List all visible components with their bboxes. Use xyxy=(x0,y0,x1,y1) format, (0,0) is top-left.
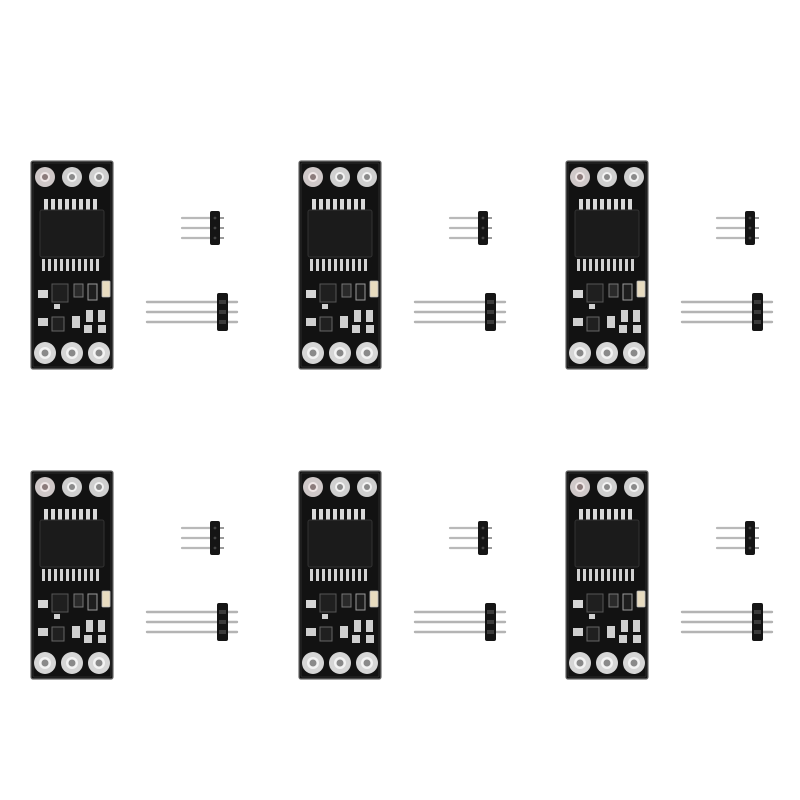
ic-chip xyxy=(574,519,640,568)
pcb-board xyxy=(565,160,649,370)
bottom-solder-pads xyxy=(302,342,378,364)
top-solder-pads xyxy=(303,167,377,187)
long-3-pin-header xyxy=(680,293,774,331)
ic-chip xyxy=(307,209,373,258)
bottom-solder-pads xyxy=(34,342,110,364)
smd-components xyxy=(38,590,111,643)
ic-bottom-pins xyxy=(310,259,367,271)
long-3-pin-header xyxy=(145,603,239,641)
led-indicator xyxy=(369,590,379,608)
led-indicator xyxy=(369,280,379,298)
ic-bottom-pins xyxy=(577,259,634,271)
short-3-pin-header xyxy=(180,211,224,245)
led-indicator xyxy=(636,590,646,608)
smd-components xyxy=(573,590,646,643)
short-3-pin-header xyxy=(715,211,759,245)
pcb-board xyxy=(565,470,649,680)
pcb-board xyxy=(30,160,114,370)
short-3-pin-header xyxy=(715,521,759,555)
ic-chip xyxy=(574,209,640,258)
bottom-solder-pads xyxy=(569,652,645,674)
top-solder-pads xyxy=(35,167,109,187)
ic-top-pins xyxy=(44,199,97,210)
ic-bottom-pins xyxy=(42,569,99,581)
ic-top-pins xyxy=(312,199,365,210)
bottom-solder-pads xyxy=(302,652,378,674)
module-set-2 xyxy=(298,160,538,375)
module-set-3 xyxy=(565,160,800,375)
bottom-solder-pads xyxy=(569,342,645,364)
bottom-solder-pads xyxy=(34,652,110,674)
long-3-pin-header xyxy=(145,293,239,331)
ic-chip xyxy=(39,209,105,258)
smd-components xyxy=(306,280,379,333)
short-3-pin-header xyxy=(180,521,224,555)
short-3-pin-header xyxy=(448,211,492,245)
pcb-board xyxy=(298,160,382,370)
ic-top-pins xyxy=(44,509,97,520)
top-solder-pads xyxy=(303,477,377,497)
long-3-pin-header xyxy=(680,603,774,641)
top-solder-pads xyxy=(35,477,109,497)
smd-components xyxy=(573,280,646,333)
long-3-pin-header xyxy=(413,603,507,641)
module-set-1 xyxy=(30,160,270,375)
led-indicator xyxy=(101,590,111,608)
module-set-6 xyxy=(565,470,800,685)
smd-components xyxy=(38,280,111,333)
module-set-4 xyxy=(30,470,270,685)
ic-bottom-pins xyxy=(42,259,99,271)
module-set-5 xyxy=(298,470,538,685)
ic-top-pins xyxy=(579,509,632,520)
led-indicator xyxy=(101,280,111,298)
top-solder-pads xyxy=(570,477,644,497)
ic-bottom-pins xyxy=(577,569,634,581)
ic-chip xyxy=(39,519,105,568)
led-indicator xyxy=(636,280,646,298)
ic-top-pins xyxy=(312,509,365,520)
long-3-pin-header xyxy=(413,293,507,331)
ic-bottom-pins xyxy=(310,569,367,581)
ic-chip xyxy=(307,519,373,568)
smd-components xyxy=(306,590,379,643)
pcb-board xyxy=(298,470,382,680)
pcb-board xyxy=(30,470,114,680)
top-solder-pads xyxy=(570,167,644,187)
short-3-pin-header xyxy=(448,521,492,555)
ic-top-pins xyxy=(579,199,632,210)
